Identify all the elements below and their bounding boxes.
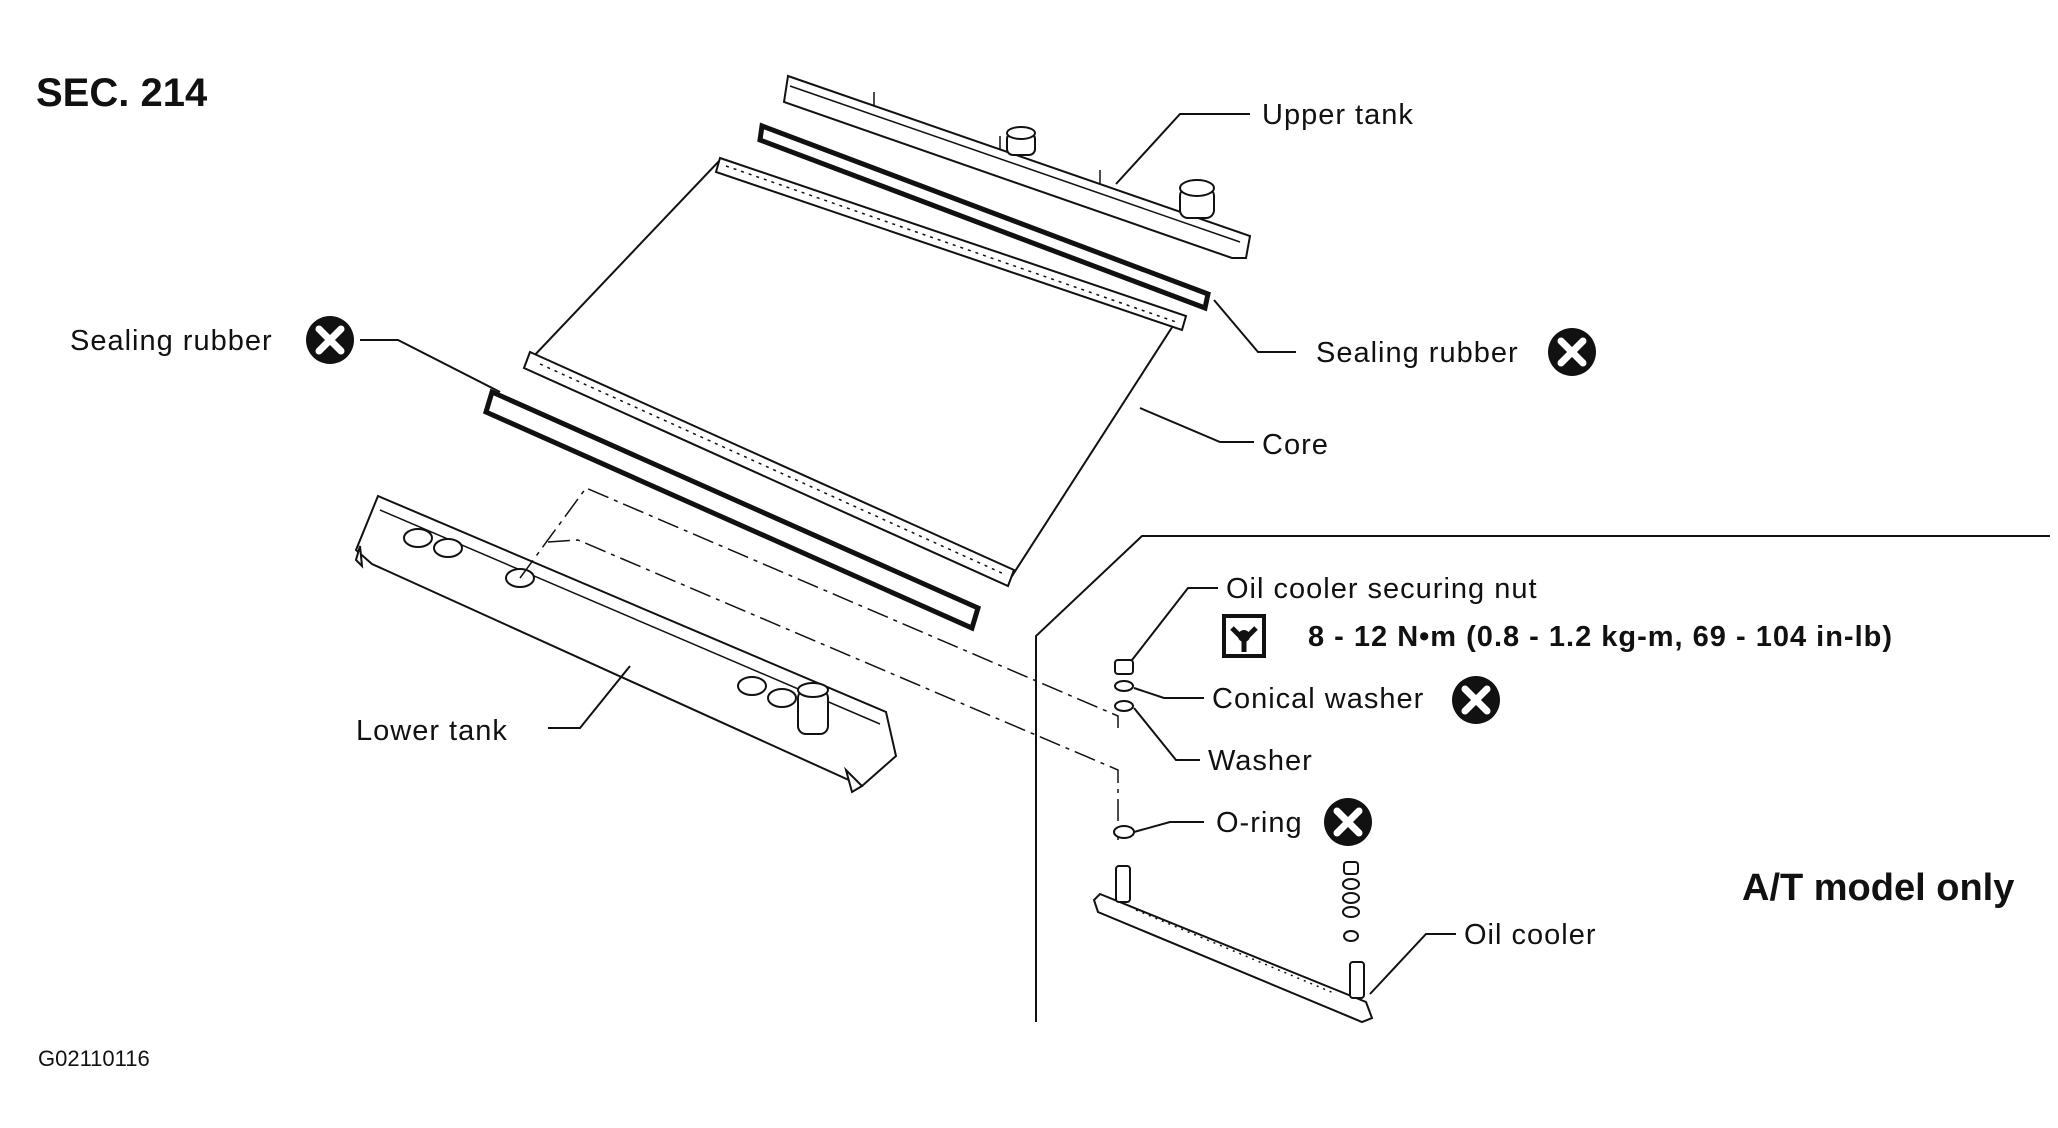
model-note: A/T model only: [1742, 867, 2014, 909]
callout-upper-tank: Upper tank: [1262, 99, 1414, 131]
radiator-core-part: [522, 156, 1188, 588]
callout-core: Core: [1262, 429, 1329, 461]
torque-spec: 8 - 12 N•m (0.8 - 1.2 kg-m, 69 - 104 in-…: [1308, 621, 1893, 653]
upper-tank-part: [782, 74, 1252, 259]
oil-cooler-part: [1092, 861, 1374, 1024]
lower-sealing-rubber-part: [482, 388, 982, 632]
callout-sealing-rubber-right: Sealing rubber: [1316, 337, 1519, 369]
callout-o-ring: O-ring: [1216, 807, 1303, 839]
torque-wrench-icon: [1222, 614, 1266, 658]
alignment-lines: [519, 487, 1119, 840]
lower-tank-part: [354, 494, 898, 794]
callout-sealing-rubber-left: Sealing rubber: [70, 325, 273, 357]
callout-lower-tank: Lower tank: [356, 715, 508, 747]
section-label: SEC. 214: [36, 71, 208, 115]
upper-sealing-rubber-part: [757, 122, 1211, 312]
callout-oil-cooler: Oil cooler: [1464, 919, 1597, 951]
at-section-divider: [1035, 535, 2050, 1022]
callout-washer: Washer: [1208, 745, 1313, 777]
leader-lines: [360, 113, 1456, 995]
do-not-reuse-x-icon: [306, 316, 354, 364]
callout-oil-cooler-securing-nut: Oil cooler securing nut: [1226, 573, 1538, 605]
callout-conical-washer: Conical washer: [1212, 683, 1424, 715]
do-not-reuse-x-icon: [1324, 798, 1372, 846]
oil-cooler-hardware: [1113, 659, 1135, 839]
do-not-reuse-x-icon: [1452, 676, 1500, 724]
figure-id: G02110116: [38, 1046, 150, 1071]
do-not-reuse-x-icon: [1548, 328, 1596, 376]
